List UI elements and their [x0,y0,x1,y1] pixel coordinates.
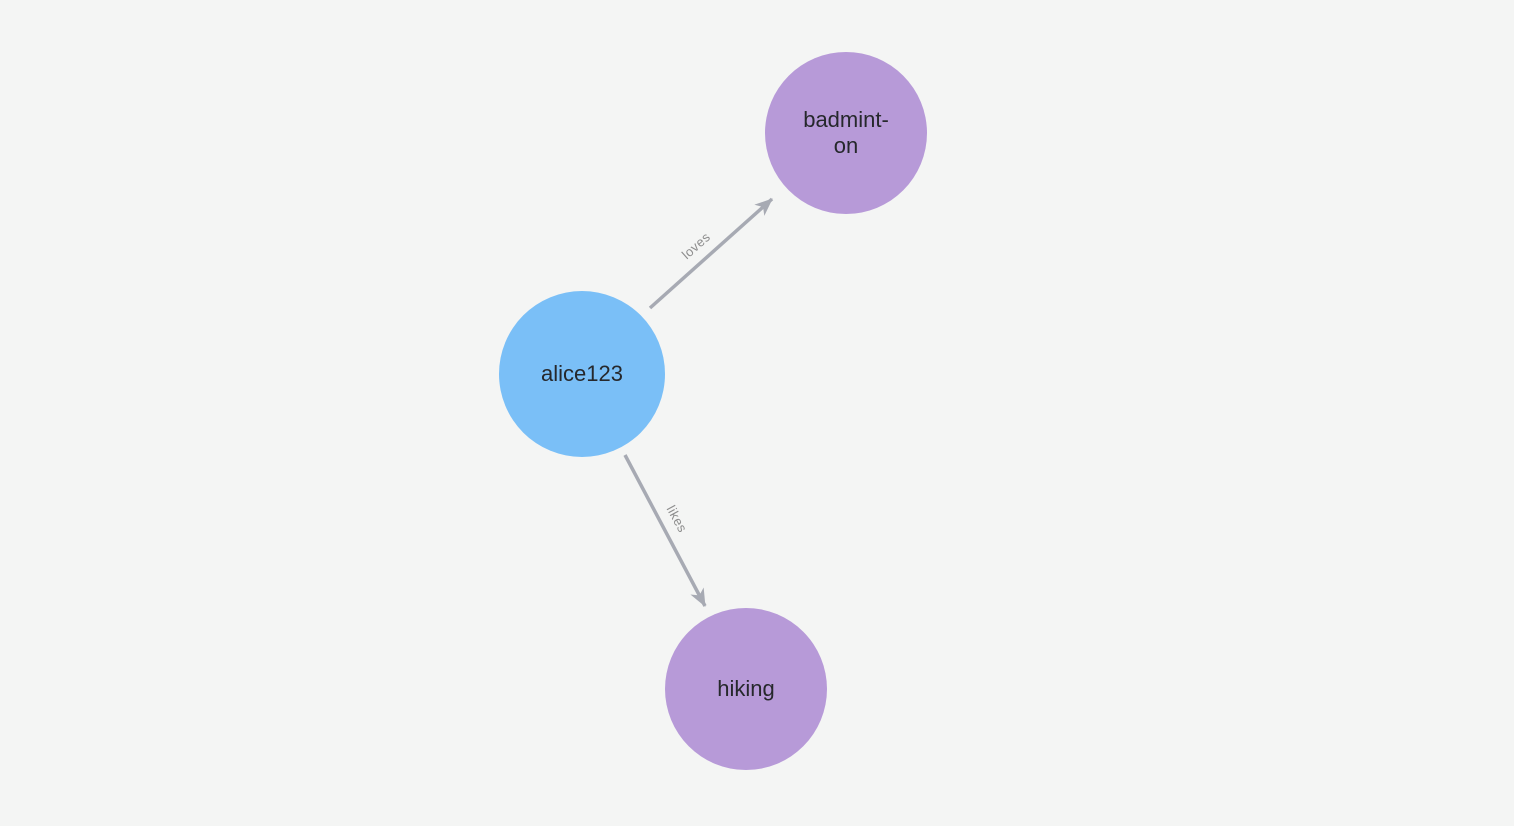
node-alice123[interactable]: alice123 [499,291,665,457]
node-caption-badminton: badmint- on [803,107,889,158]
edge-line-loves[interactable] [648,197,774,310]
edge-line-likes[interactable] [623,454,707,607]
edge-label-likes[interactable]: likes [664,503,691,535]
node-badminton[interactable]: badmint- on [765,52,927,214]
edge-loves: loves [648,197,774,310]
node-hiking[interactable]: hiking [665,608,827,770]
edge-likes: likes [623,454,707,607]
node-caption-hiking: hiking [717,676,775,701]
node-caption-alice123: alice123 [541,361,623,386]
